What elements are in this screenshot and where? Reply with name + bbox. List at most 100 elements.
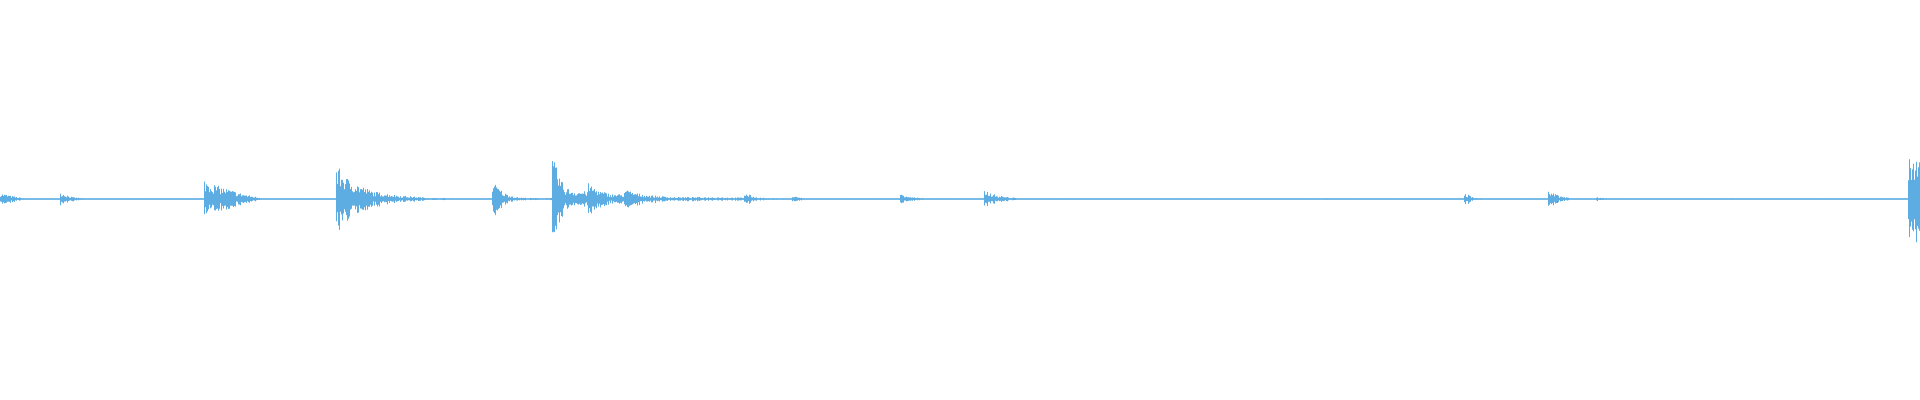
waveform-bucket — [84, 198, 96, 200]
waveform-bucket — [732, 197, 744, 201]
waveform-bucket — [108, 198, 120, 200]
waveform-bucket — [660, 196, 672, 202]
waveform-bucket — [804, 198, 816, 200]
waveform-bucket — [228, 190, 240, 209]
waveform-bucket — [564, 189, 576, 209]
waveform-bucket — [1404, 198, 1416, 200]
waveform-bucket — [1032, 198, 1044, 200]
waveform-bucket — [1692, 198, 1704, 200]
waveform-bucket — [576, 191, 588, 207]
waveform-bucket — [768, 198, 780, 200]
waveform-bucket — [852, 198, 864, 200]
waveform-bucket — [1632, 198, 1644, 200]
waveform-bucket — [1320, 198, 1332, 200]
waveform-bucket — [1284, 198, 1296, 200]
waveform-bucket — [1368, 198, 1380, 200]
waveform-bucket — [132, 198, 144, 200]
waveform-bucket — [1044, 198, 1056, 200]
waveform-bucket — [24, 198, 36, 200]
waveform-bucket — [1764, 198, 1776, 200]
waveform-bucket — [1140, 198, 1152, 200]
waveform-bucket — [684, 197, 696, 202]
waveform-bucket — [1536, 198, 1548, 200]
waveform-bucket — [780, 198, 792, 200]
waveform-bucket — [408, 196, 420, 202]
waveform-bucket — [48, 198, 60, 200]
waveform-bucket — [324, 198, 336, 200]
waveform-bucket — [444, 198, 456, 201]
waveform-bucket — [756, 197, 768, 201]
waveform-bucket — [372, 192, 384, 207]
waveform-bucket — [720, 197, 732, 201]
waveform-bucket — [552, 161, 564, 233]
waveform-bucket — [516, 197, 528, 201]
waveform-bucket — [432, 198, 444, 200]
waveform-bucket — [600, 192, 612, 208]
waveform-bucket — [0, 194, 12, 204]
waveform-bucket — [300, 198, 312, 200]
waveform-bucket — [948, 198, 960, 200]
waveform-bucket — [1656, 198, 1668, 200]
waveform-bucket — [1356, 198, 1368, 200]
waveform-bucket — [1392, 198, 1404, 200]
waveform-bucket — [216, 185, 228, 211]
waveform-bucket — [1464, 194, 1476, 205]
waveform-bucket — [312, 198, 324, 200]
waveform-bucket — [1572, 198, 1584, 200]
waveform-bucket — [1524, 198, 1536, 200]
waveform-bucket — [276, 198, 288, 200]
waveform-bucket — [480, 198, 492, 200]
waveform-bucket — [612, 194, 624, 204]
waveform-bucket — [960, 198, 972, 200]
waveform-bucket — [156, 198, 168, 200]
waveform-bucket — [636, 193, 648, 206]
waveform-bucket — [468, 198, 480, 200]
waveform-bucket — [1020, 198, 1032, 200]
waveform-bucket — [1704, 198, 1716, 200]
waveform-bucket — [240, 193, 252, 206]
waveform-bucket — [1668, 198, 1680, 200]
waveform-bucket — [348, 180, 360, 219]
waveform-bucket — [1092, 198, 1104, 200]
waveform-bucket — [1476, 198, 1488, 200]
waveform-bucket — [420, 197, 432, 201]
waveform-bucket — [60, 193, 72, 206]
waveform-bucket — [864, 198, 876, 200]
waveform-bucket — [744, 194, 756, 204]
waveform-bucket — [1500, 198, 1512, 200]
waveform-bucket — [168, 198, 180, 200]
waveform-bucket — [1440, 198, 1452, 200]
waveform-bucket — [144, 198, 156, 200]
waveform-bucket — [1116, 198, 1128, 200]
waveform-bucket — [888, 198, 900, 200]
waveform-bucket — [492, 184, 504, 216]
waveform-bucket — [1200, 198, 1212, 200]
waveform-bucket — [384, 194, 396, 205]
waveform-bucket — [1608, 198, 1620, 200]
waveform-bucket — [12, 196, 24, 203]
waveform-bucket — [1308, 198, 1320, 200]
waveform-bucket — [36, 198, 48, 200]
waveform-bucket — [588, 183, 600, 214]
waveform-bucket — [96, 198, 108, 200]
waveform-bucket — [264, 198, 276, 200]
waveform-buckets — [0, 159, 1920, 243]
waveform-bucket — [1620, 198, 1632, 200]
waveform-bucket — [1188, 198, 1200, 200]
waveform-bucket — [540, 198, 552, 201]
waveform-bucket — [1584, 198, 1596, 200]
waveform-bucket — [72, 197, 84, 202]
waveform-bucket — [1380, 198, 1392, 200]
waveform-bucket — [972, 198, 984, 200]
waveform-bucket — [696, 197, 708, 202]
waveform-bucket — [1716, 198, 1728, 200]
waveform-bucket — [1212, 198, 1224, 200]
waveform-bucket — [1560, 196, 1572, 202]
waveform-bucket — [1452, 198, 1464, 200]
waveform-bucket — [936, 198, 948, 200]
waveform-bucket — [1272, 198, 1284, 200]
waveform-bucket — [1488, 198, 1500, 200]
waveform-bucket — [648, 195, 660, 204]
waveform-bucket — [1860, 198, 1872, 200]
